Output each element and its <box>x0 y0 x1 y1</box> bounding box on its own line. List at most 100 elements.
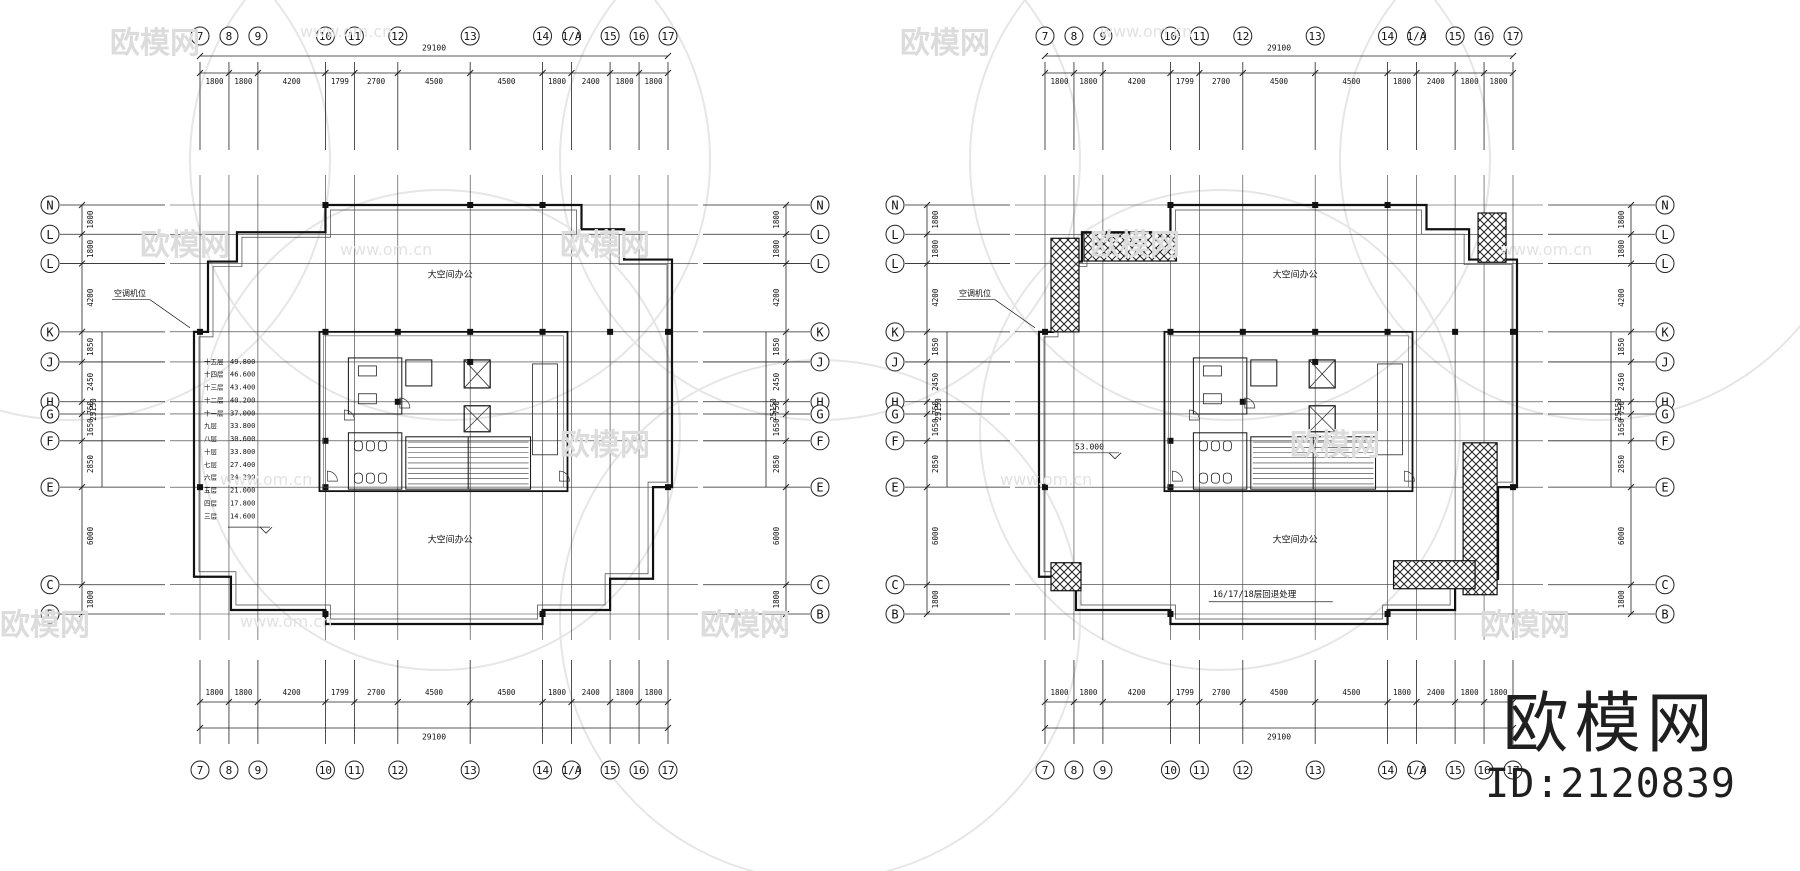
toilet-fixture <box>377 440 387 452</box>
dim-tick <box>923 610 931 618</box>
dim-column-total: 29100 <box>422 733 446 742</box>
grid-column-label-top: 7 <box>1042 30 1049 43</box>
toilet-fixture <box>1198 440 1208 452</box>
watermark-circle <box>969 0 1491 421</box>
grid-column-label-bottom: 11 <box>348 764 361 777</box>
elevator-cross <box>1308 405 1336 433</box>
watermark-url: www.om.cn <box>340 240 433 259</box>
grid-bubble-top <box>1233 26 1253 46</box>
ac-leader <box>149 299 191 329</box>
elevator-shaft <box>463 405 491 433</box>
dim-column-value: 1800 <box>1489 688 1508 697</box>
grid-bubble-top <box>629 26 649 46</box>
dim-row-value: 750 <box>772 401 781 415</box>
dim-tick <box>923 260 931 267</box>
grid-bubble-top <box>1407 26 1427 46</box>
grid-column-label-top: 11 <box>348 30 361 43</box>
grid-bubble-left <box>40 404 60 424</box>
grid-row-label-right: L <box>816 257 823 271</box>
watermark-circle <box>979 189 1461 671</box>
setback-hatch-zone <box>1392 560 1476 590</box>
structural-column <box>197 328 203 335</box>
dim-column-value: 2700 <box>367 688 386 697</box>
grid-column-label-top: 17 <box>661 30 674 43</box>
grid-bubble-top <box>1378 26 1398 46</box>
sink-fixture <box>357 365 377 377</box>
door-swing <box>399 397 411 409</box>
dim-column-value: 4500 <box>497 688 516 697</box>
structural-column <box>1042 328 1048 335</box>
grid-bubble-left <box>40 477 60 497</box>
structural-column <box>322 437 329 444</box>
dim-column-value: 1800 <box>548 688 567 697</box>
structural-column <box>1167 611 1174 617</box>
dim-tick <box>1509 724 1517 732</box>
elevation-floor-label: 九层 <box>204 421 218 430</box>
door-swing <box>327 470 338 482</box>
grid-column-label-bottom: 14 <box>1381 764 1395 777</box>
toilet-fixture <box>353 440 363 452</box>
dim-row-value: 1850 <box>931 337 940 356</box>
grid-bubble-left <box>40 322 60 342</box>
structural-column <box>1167 202 1174 208</box>
brand-logo-text: 欧模网 <box>1502 685 1719 762</box>
dim-column-value: 1800 <box>205 77 224 86</box>
grid-bubble-left <box>885 431 905 451</box>
elevator-shaft <box>1308 405 1336 433</box>
elevation-floor-label: 五层 <box>204 487 218 495</box>
dim-tick <box>466 698 474 706</box>
dim-tick <box>664 52 672 60</box>
grid-bubble-bottom <box>190 760 210 780</box>
dim-tick <box>782 260 790 267</box>
grid-column-label-top: 9 <box>1100 30 1107 43</box>
watermark-brand: 欧模网 <box>560 428 650 463</box>
grid-column-label-bottom: 15 <box>603 764 616 777</box>
structural-column <box>1042 484 1048 491</box>
shaft <box>1250 359 1278 387</box>
dim-tick <box>1413 69 1420 77</box>
dim-column-value: 1799 <box>1176 77 1194 86</box>
dim-tick <box>568 698 575 706</box>
grid-row-label-left: F <box>46 434 53 448</box>
grid-bubble-left <box>40 254 60 274</box>
dim-row-value: 750 <box>86 401 95 415</box>
dim-tick <box>635 69 643 77</box>
dim-tick <box>923 483 931 491</box>
grid-row-label-right: L <box>1661 228 1668 242</box>
grid-bubble-right <box>1655 322 1675 342</box>
dim-column-value: 1800 <box>644 688 663 697</box>
dim-column-value: 1800 <box>1079 77 1098 86</box>
dim-column-value: 1800 <box>1461 688 1480 697</box>
elevation-level-value: 33.800 <box>230 448 255 456</box>
watermark-url: www.om.cn <box>220 470 313 489</box>
dim-tick <box>1196 69 1203 77</box>
dim-column-value: 2400 <box>1427 77 1446 86</box>
grid-bubble-bottom <box>1407 760 1427 780</box>
toilet-fixture <box>365 472 375 484</box>
sink-fixture <box>357 393 377 405</box>
sink-fixture <box>1202 393 1222 405</box>
dim-tick <box>1099 69 1107 77</box>
toilet-fixture <box>1198 472 1208 484</box>
grid-row-label-right: E <box>1661 481 1668 495</box>
dim-row-value: 4200 <box>86 288 95 307</box>
grid-bubble-right <box>1655 195 1675 215</box>
grid-column-label-top: 14 <box>1381 30 1395 43</box>
shaft <box>405 359 433 387</box>
grid-row-label-left: L <box>46 257 53 271</box>
dim-column-value: 2400 <box>582 77 601 86</box>
grid-bubble-bottom <box>1378 760 1398 780</box>
dim-tick <box>351 698 358 706</box>
grid-bubble-left <box>885 224 905 244</box>
dim-row-value: 4200 <box>1617 288 1626 307</box>
grid-row-label-right: K <box>1661 325 1669 339</box>
grid-column-label-bottom: 7 <box>197 764 204 777</box>
dim-column-value: 1800 <box>234 77 253 86</box>
grid-bubble-top <box>1305 26 1325 46</box>
dim-row-value: 1650 <box>772 418 781 437</box>
grid-column-label-bottom: 16 <box>632 764 645 777</box>
elevation-floor-label: 十四层 <box>204 370 224 379</box>
core-wall-inner <box>1168 335 1409 488</box>
dim-tick <box>1627 230 1635 238</box>
dim-row-value: 2850 <box>1617 454 1626 473</box>
